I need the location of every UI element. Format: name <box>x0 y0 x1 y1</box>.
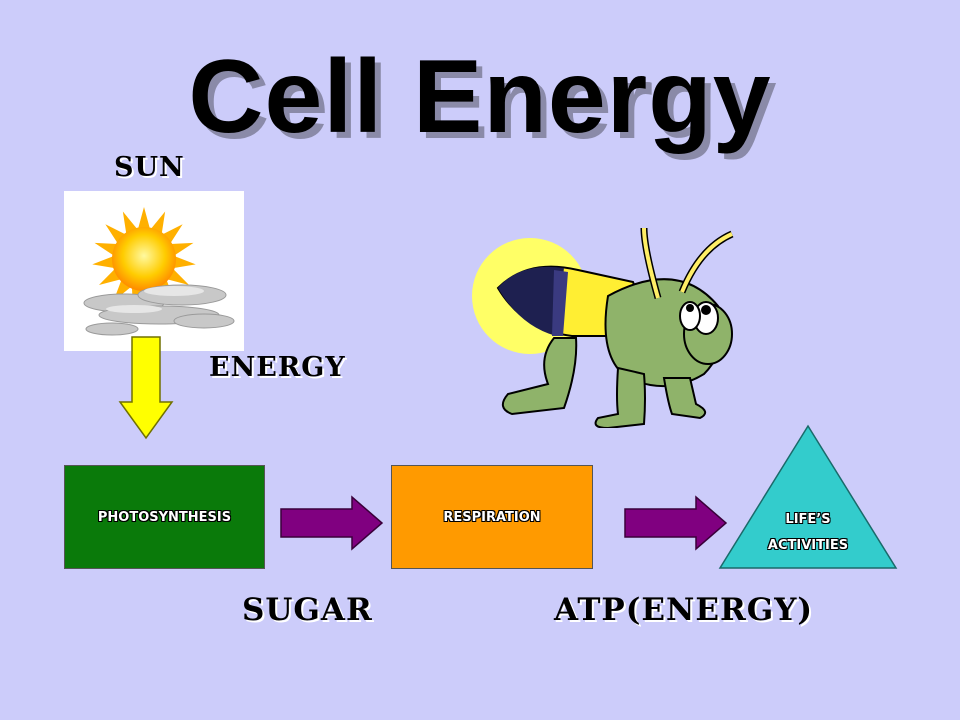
lifes-activities-label-line1: LIFE’S <box>785 512 831 527</box>
page-title: Cell Energy <box>188 39 772 155</box>
sun-behind-clouds-icon <box>83 207 235 336</box>
lifes-activities-triangle <box>718 424 898 569</box>
lifes-activities-label-line2: ACTIVITIES <box>767 538 849 553</box>
respiration-label: RESPIRATION <box>443 510 541 525</box>
sugar-label: SUGAR <box>242 592 373 628</box>
arrow-right-icon <box>624 495 728 551</box>
respiration-box: RESPIRATION <box>391 465 593 569</box>
glowing-firefly-icon <box>472 227 734 428</box>
arrow-down-icon <box>118 336 174 440</box>
sun-image <box>64 191 244 351</box>
atp-energy-label: ATP(ENERGY) <box>554 592 814 628</box>
energy-label: ENERGY <box>209 352 346 383</box>
photosynthesis-label: PHOTOSYNTHESIS <box>97 510 232 525</box>
photosynthesis-box: PHOTOSYNTHESIS <box>64 465 265 569</box>
arrow-right-icon <box>280 495 384 551</box>
sun-label: SUN <box>114 152 185 183</box>
